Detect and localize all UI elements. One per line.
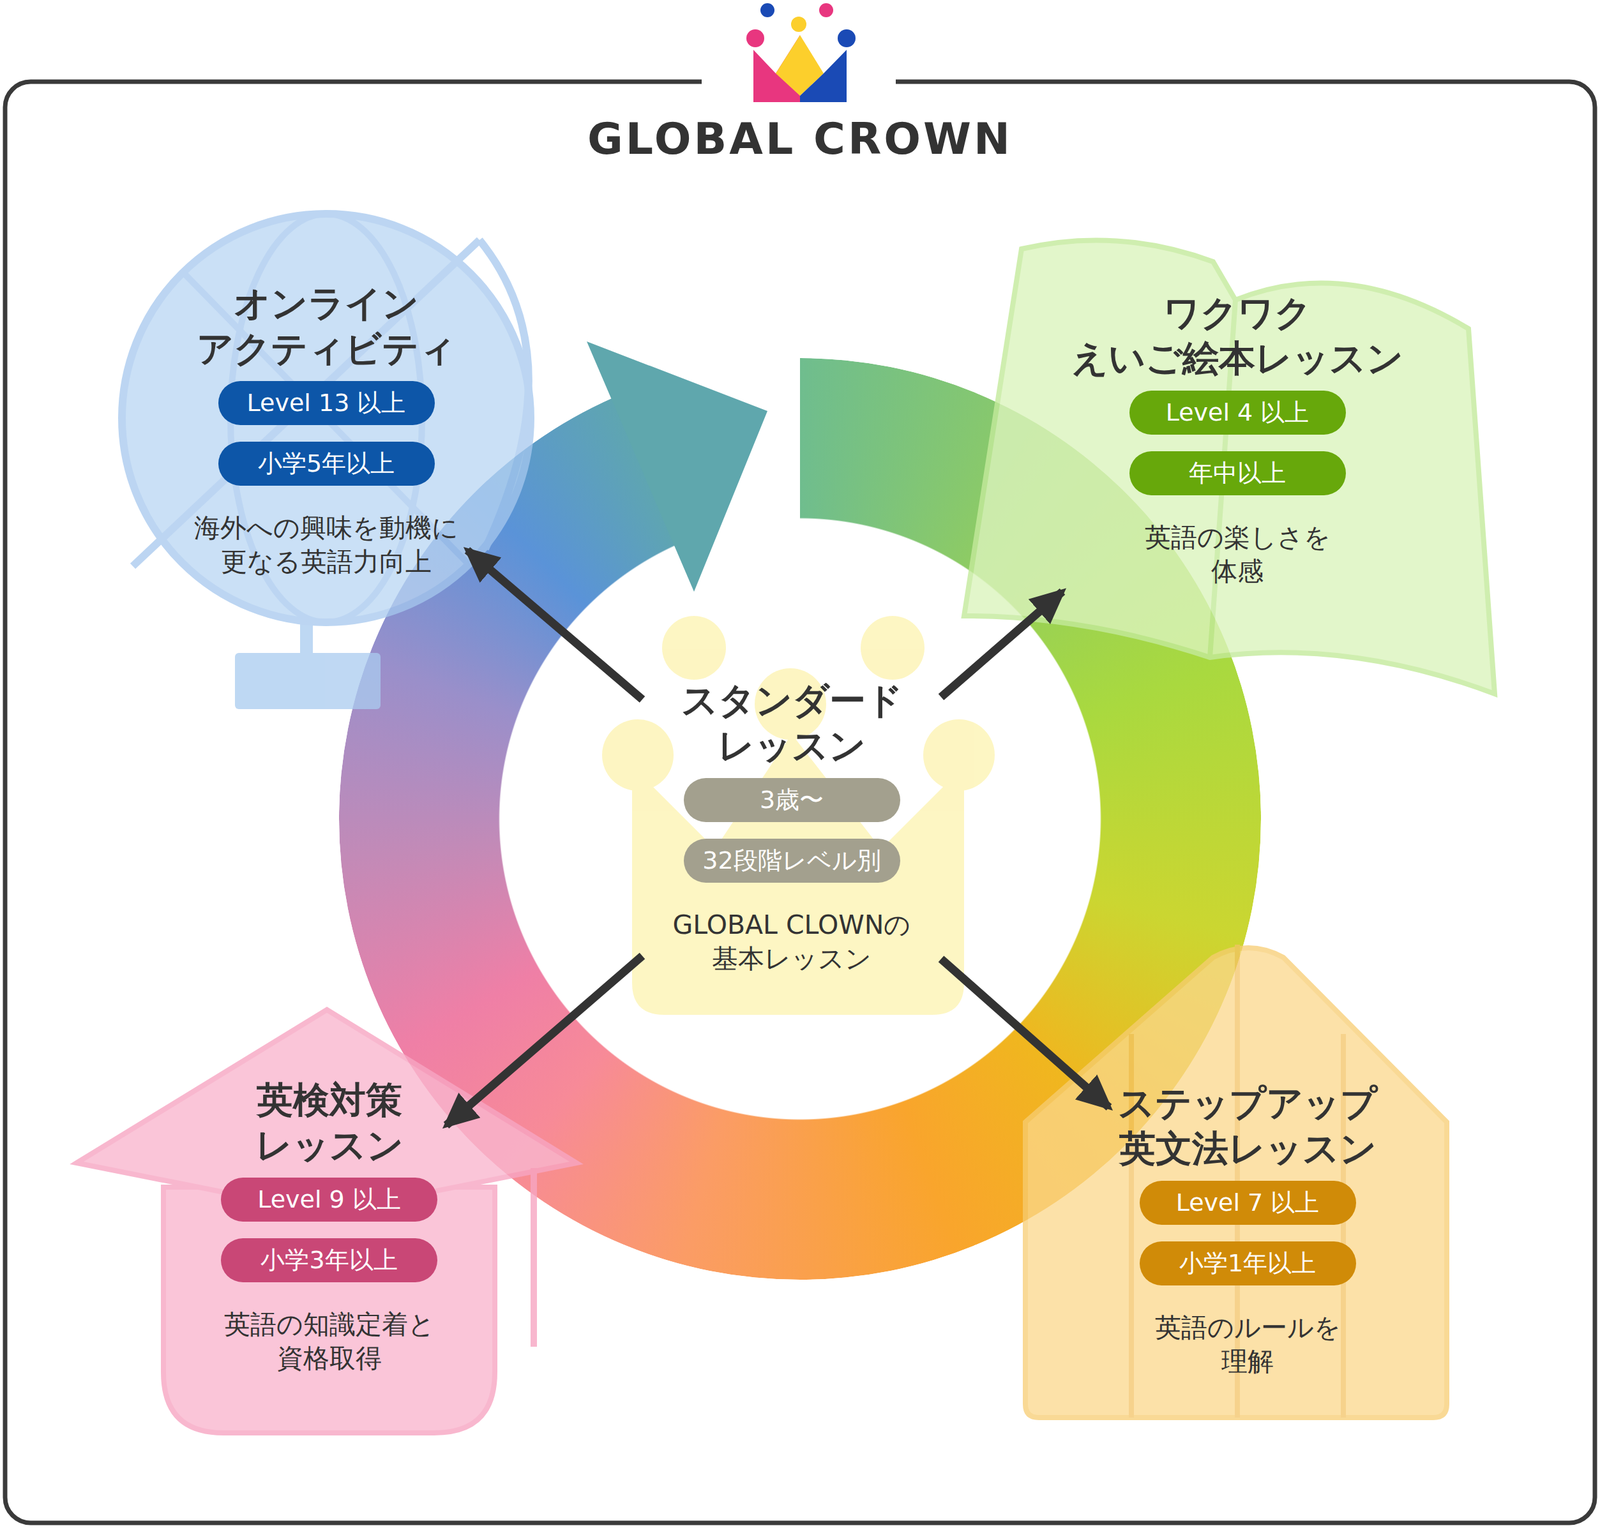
arrow-connector	[446, 956, 643, 1126]
pill-label: Level 13 以上	[247, 386, 407, 420]
outer-frame	[5, 81, 1595, 1524]
lesson-node: ステップアップ 英文法レッスンLevel 7 以上小学1年以上英語のルールを 理…	[1117, 1080, 1378, 1380]
level-pill: 3歳〜	[683, 778, 901, 823]
lesson-heading: ステップアップ 英文法レッスン	[1117, 1080, 1378, 1173]
lesson-description: GLOBAL CLOWNの 基本レッスン	[651, 908, 933, 977]
lesson-node: ワクワク えいご絵本レッスンLevel 4 以上年中以上英語の楽しさを 体感	[1071, 290, 1404, 589]
pill-label: 年中以上	[1188, 457, 1286, 490]
level-pill: Level 13 以上	[218, 381, 435, 426]
level-pill: 32段階レベル別	[683, 838, 901, 884]
pill-label: 32段階レベル別	[702, 844, 881, 878]
level-pill: 小学5年以上	[218, 441, 435, 486]
lesson-heading: ワクワク えいご絵本レッスン	[1071, 290, 1404, 382]
pill-label: 3歳〜	[759, 784, 824, 817]
arrow-connector	[941, 958, 1110, 1108]
pill-label: Level 9 以上	[257, 1183, 401, 1217]
lesson-heading: 英検対策 レッスン	[255, 1077, 404, 1170]
level-pill: 小学3年以上	[220, 1238, 438, 1283]
arrow-connector	[941, 591, 1063, 698]
title: GLOBAL CROWN	[0, 113, 1600, 165]
level-pill: 小学1年以上	[1139, 1241, 1357, 1286]
crown-logo	[746, 3, 856, 103]
pill-group: Level 4 以上年中以上	[1129, 390, 1346, 496]
level-pill: 年中以上	[1129, 451, 1346, 496]
level-pill: Level 7 以上	[1139, 1181, 1357, 1226]
pill-group: Level 13 以上小学5年以上	[218, 381, 435, 486]
crown-illustration	[602, 616, 995, 1016]
lesson-description: 英語の知識定着と 資格取得	[224, 1308, 435, 1377]
pill-label: 小学3年以上	[260, 1244, 398, 1277]
pill-label: Level 4 以上	[1165, 396, 1310, 430]
pencil-illustration	[1025, 944, 1447, 1419]
ring-arrowhead	[586, 341, 768, 592]
lesson-description: 海外への興味を動機に 更なる英語力向上	[194, 511, 459, 580]
lesson-node: オンライン アクティビティLevel 13 以上小学5年以上海外への興味を動機に…	[194, 280, 459, 580]
pill-group: Level 7 以上小学1年以上	[1139, 1181, 1357, 1286]
arrow-connector	[467, 550, 643, 700]
pill-group: Level 9 以上小学3年以上	[220, 1177, 438, 1283]
pill-label: 小学5年以上	[257, 447, 395, 481]
lesson-heading: オンライン アクティビティ	[196, 280, 456, 373]
lesson-heading: スタンダード レッスン	[681, 678, 903, 770]
level-pill: Level 4 以上	[1129, 390, 1346, 435]
lesson-description: 英語の楽しさを 体感	[1144, 520, 1331, 590]
pill-label: 小学1年以上	[1179, 1247, 1316, 1281]
lesson-description: 英語のルールを 理解	[1154, 1311, 1341, 1380]
globe-illustration	[121, 213, 531, 710]
lesson-node: 英検対策 レッスンLevel 9 以上小学3年以上英語の知識定着と 資格取得	[220, 1077, 438, 1376]
book-illustration	[964, 240, 1495, 695]
pill-label: Level 7 以上	[1176, 1186, 1320, 1220]
level-pill: Level 9 以上	[220, 1177, 438, 1223]
lesson-node: スタンダード レッスン 3歳〜 32段階レベル別 GLOBAL CLOWNの 基本レッ…	[651, 678, 933, 977]
pill-group: 3歳〜 32段階レベル別	[683, 778, 901, 884]
